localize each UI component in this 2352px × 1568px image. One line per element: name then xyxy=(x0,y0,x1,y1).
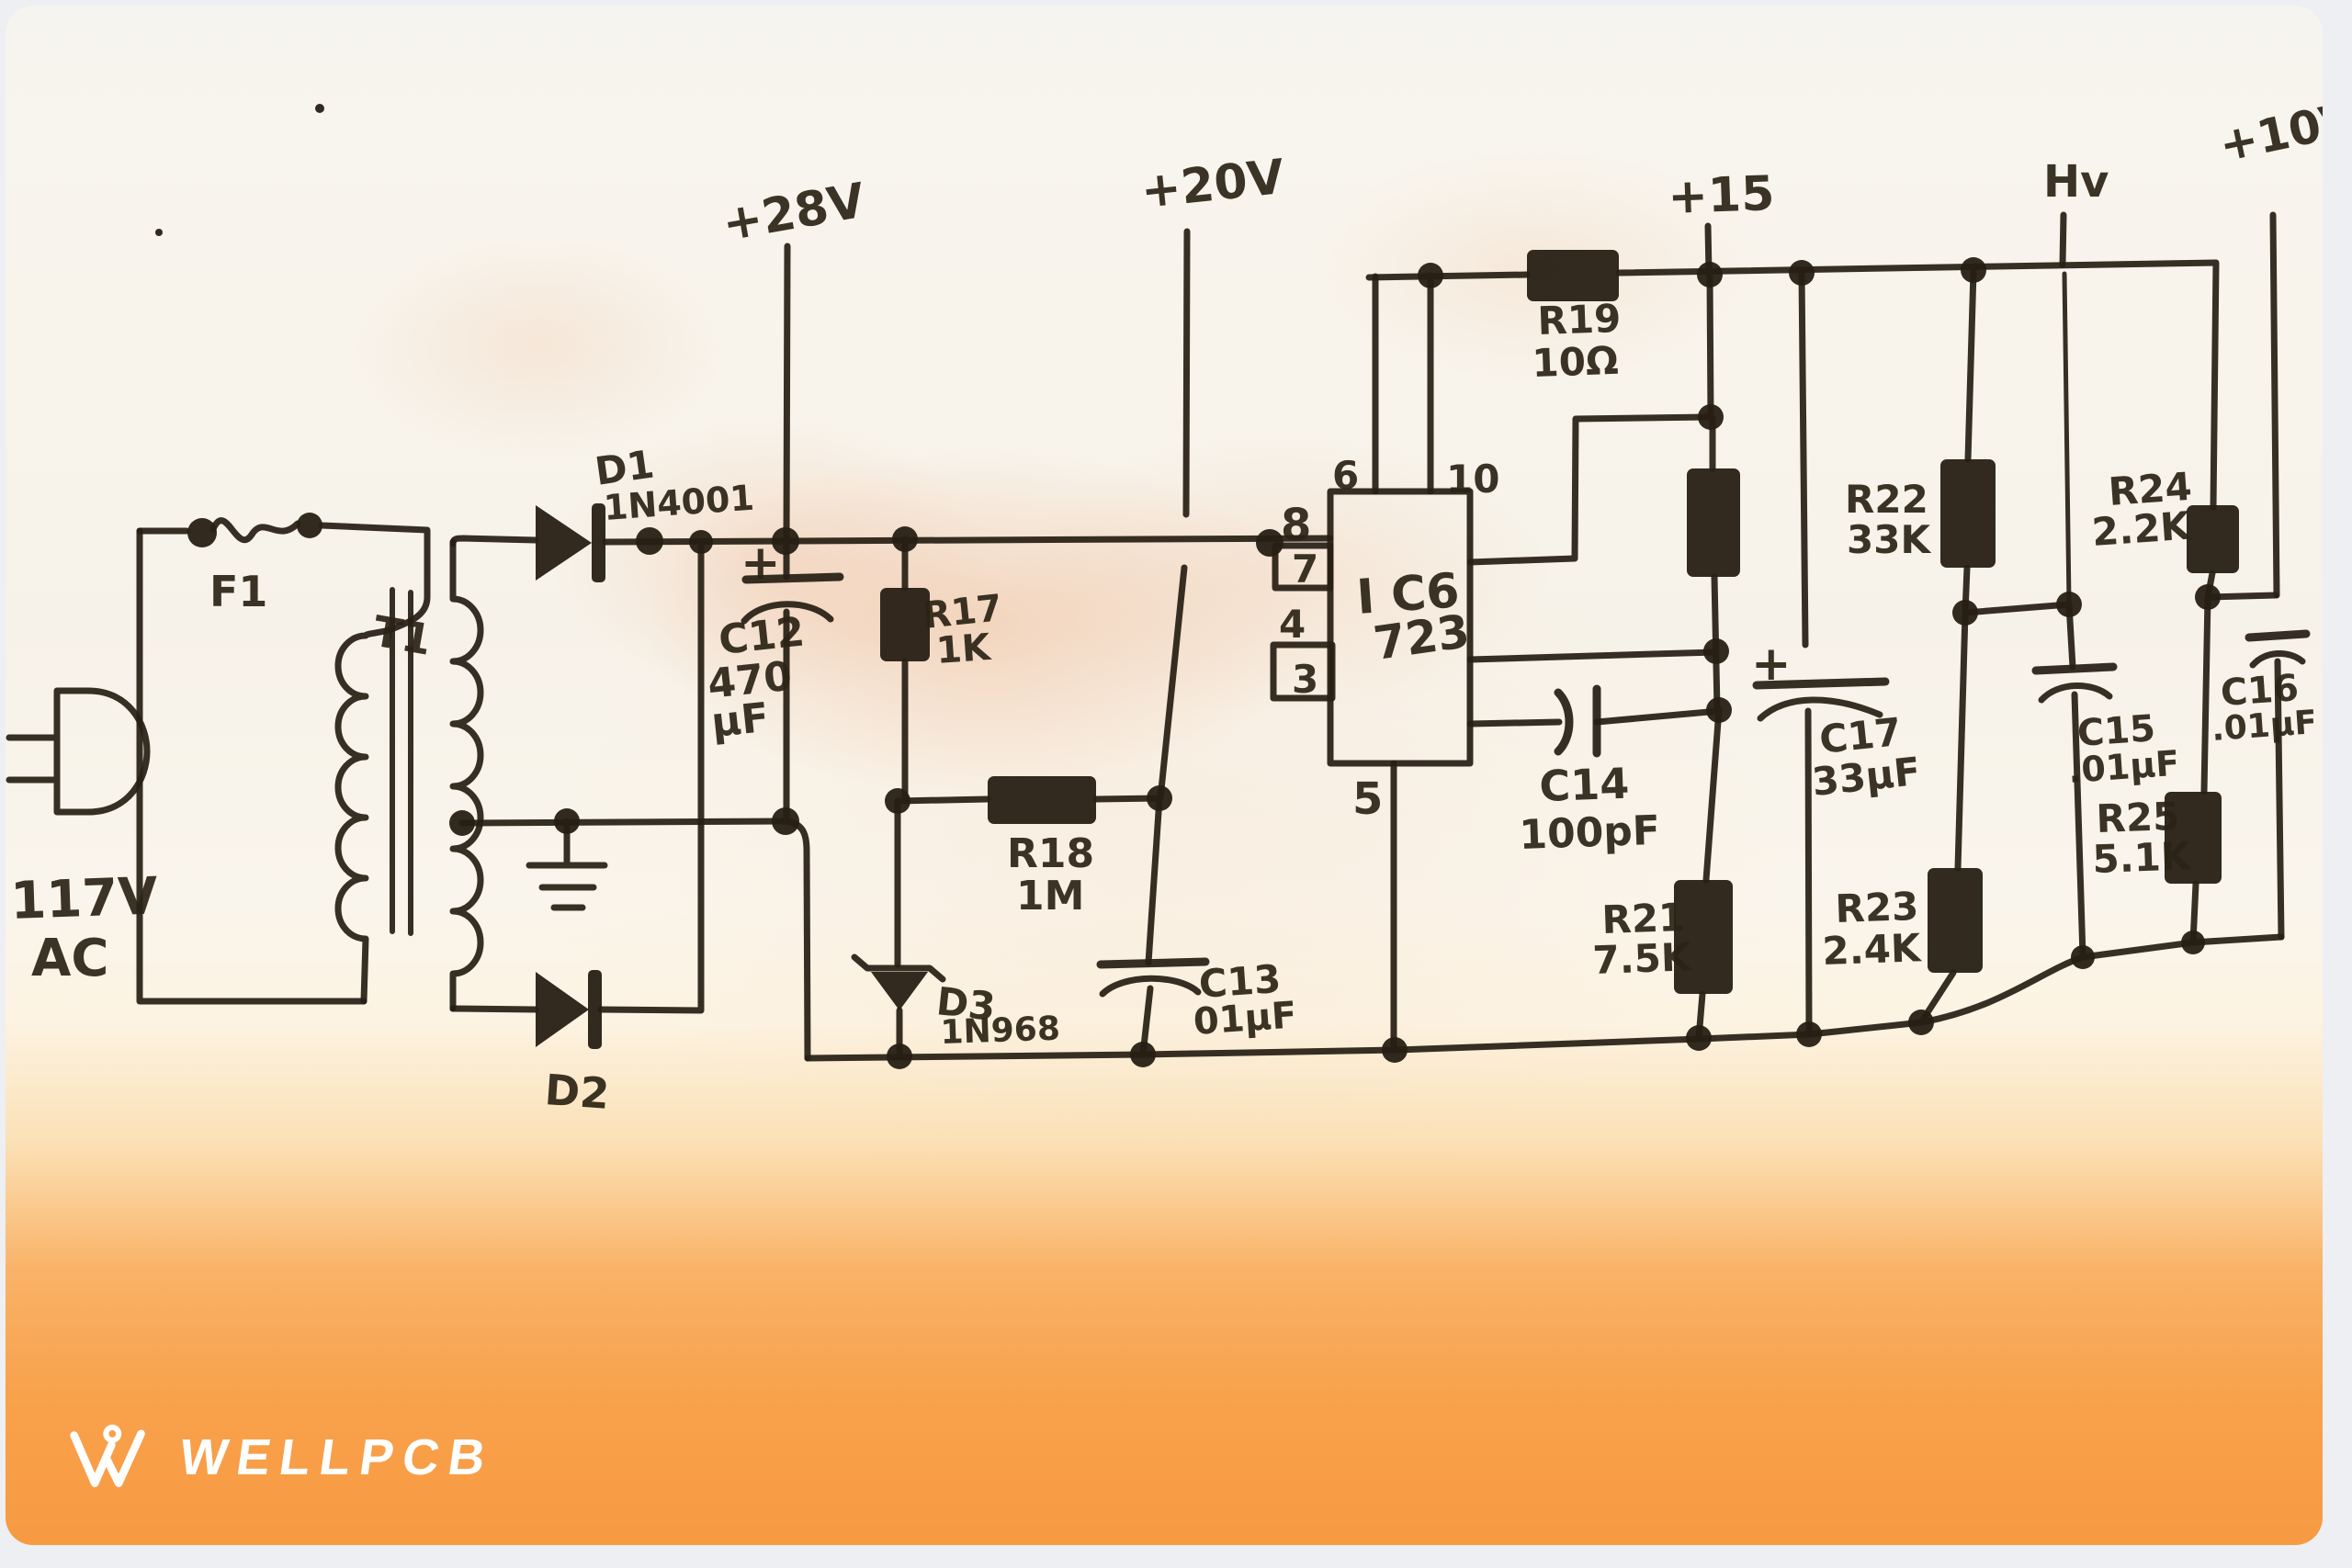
circuit-schematic: 117VACF1T1D11N4001D2+28V+C12470μFR171KR1… xyxy=(6,92,2323,1119)
label-c12p: + xyxy=(741,536,781,591)
label-r22v: 33K xyxy=(1847,517,1931,562)
label-r19v: 10Ω xyxy=(1532,338,1620,386)
label-p15: +15 xyxy=(1667,166,1775,225)
label-pin10: 10 xyxy=(1446,457,1499,502)
label-ic6: I C6 xyxy=(1355,563,1462,626)
label-c12: C12 xyxy=(717,608,807,663)
label-c15v: .01μF xyxy=(2067,743,2181,791)
label-c16: C16 xyxy=(2219,667,2300,715)
label-p20: +20V xyxy=(1138,150,1287,220)
primary-winding xyxy=(334,626,393,1005)
rail-20v xyxy=(1157,228,1191,802)
label-hv: Hv xyxy=(2043,156,2109,208)
label-r23: R23 xyxy=(1835,884,1919,931)
label-r21: R21 xyxy=(1601,895,1686,942)
junction-dots xyxy=(155,104,2221,1069)
label-r25v: 5.1K xyxy=(2092,833,2193,882)
label-pin8: 8 xyxy=(1281,500,1311,551)
label-pin5: 5 xyxy=(1352,773,1383,825)
label-c13: C13 xyxy=(1197,956,1282,1007)
core xyxy=(390,587,413,936)
center-tap xyxy=(458,818,789,827)
transformer-t1 xyxy=(334,538,811,1062)
fuse-f1 xyxy=(136,513,431,1005)
label-c15: C15 xyxy=(2075,707,2156,755)
labels-layer: 117VACF1T1D11N4001D2+28V+C12470μFR171KR1… xyxy=(9,92,2323,1119)
label-c13v: 01μF xyxy=(1192,994,1297,1043)
label-c14v: 100pF xyxy=(1519,807,1661,859)
label-r19: R19 xyxy=(1537,296,1622,344)
label-t1: T1 xyxy=(369,606,435,665)
label-c12b: μF xyxy=(709,694,771,747)
label-pin3: 3 xyxy=(1292,657,1318,702)
label-c14: C14 xyxy=(1538,759,1630,811)
label-pin4: 4 xyxy=(1279,602,1306,647)
pin3-box xyxy=(1270,641,1336,702)
resistor-r24 xyxy=(2187,505,2279,601)
zener-d3 xyxy=(851,797,946,1060)
label-r24v: 2.2K xyxy=(2090,503,2193,555)
label-ic6v: 723 xyxy=(1371,604,1473,671)
secondary-winding xyxy=(449,538,484,1012)
label-r18v: 1M xyxy=(1016,873,1084,919)
label-d2: D2 xyxy=(543,1065,611,1119)
resistor-r23 xyxy=(1917,609,1983,1026)
wellpcb-logo-icon xyxy=(70,1424,145,1487)
capacitor-c13 xyxy=(1096,795,1210,1058)
wellpcb-logo: WELLPCB xyxy=(66,1418,498,1495)
label-d1: D1 xyxy=(593,441,657,493)
label-c12a: 470 xyxy=(706,653,795,708)
ac-plug xyxy=(6,687,151,816)
label-f1: F1 xyxy=(209,567,267,616)
label-d3: D3 xyxy=(934,978,998,1029)
label-p28: +28V xyxy=(718,174,869,253)
label-c17p: + xyxy=(1751,637,1792,692)
capacitor-c12 xyxy=(741,243,844,825)
ic6-box xyxy=(1270,272,1474,1054)
label-v117: 117V xyxy=(9,866,159,931)
label-p10: +10V xyxy=(2214,92,2323,173)
label-r17v: 1K xyxy=(934,626,993,672)
label-r21v: 7.5K xyxy=(1592,934,1693,983)
label-pin7: 7 xyxy=(1292,547,1318,592)
ground-symbol xyxy=(526,818,608,911)
label-r23v: 2.4K xyxy=(1822,925,1923,974)
resistor-r19 xyxy=(1527,250,1619,301)
label-r22: R22 xyxy=(1845,477,1928,522)
resistor-r18 xyxy=(894,776,1163,824)
diode-d1 xyxy=(449,503,1334,582)
capacitor-c14 xyxy=(1466,649,1723,758)
label-c17: C17 xyxy=(1817,709,1904,762)
diode-d2 xyxy=(449,540,705,1049)
capacitor-c16 xyxy=(2245,211,2311,941)
label-r25: R25 xyxy=(2096,794,2180,841)
capacitor-c17 xyxy=(1752,270,1890,1038)
label-c16v: .01μF xyxy=(2211,704,2318,749)
label-ac: AC xyxy=(31,929,108,988)
resistor-r17 xyxy=(880,536,930,805)
wellpcb-logo-text: WELLPCB xyxy=(175,1428,499,1485)
label-r17: R17 xyxy=(921,587,1004,637)
label-d3v: 1N968 xyxy=(940,1010,1061,1052)
label-pin6: 6 xyxy=(1332,453,1359,498)
label-r18: R18 xyxy=(1007,830,1094,877)
pin7-box xyxy=(1272,542,1334,592)
label-r24: R24 xyxy=(2107,464,2193,514)
resistor-r22 xyxy=(1940,267,2073,616)
